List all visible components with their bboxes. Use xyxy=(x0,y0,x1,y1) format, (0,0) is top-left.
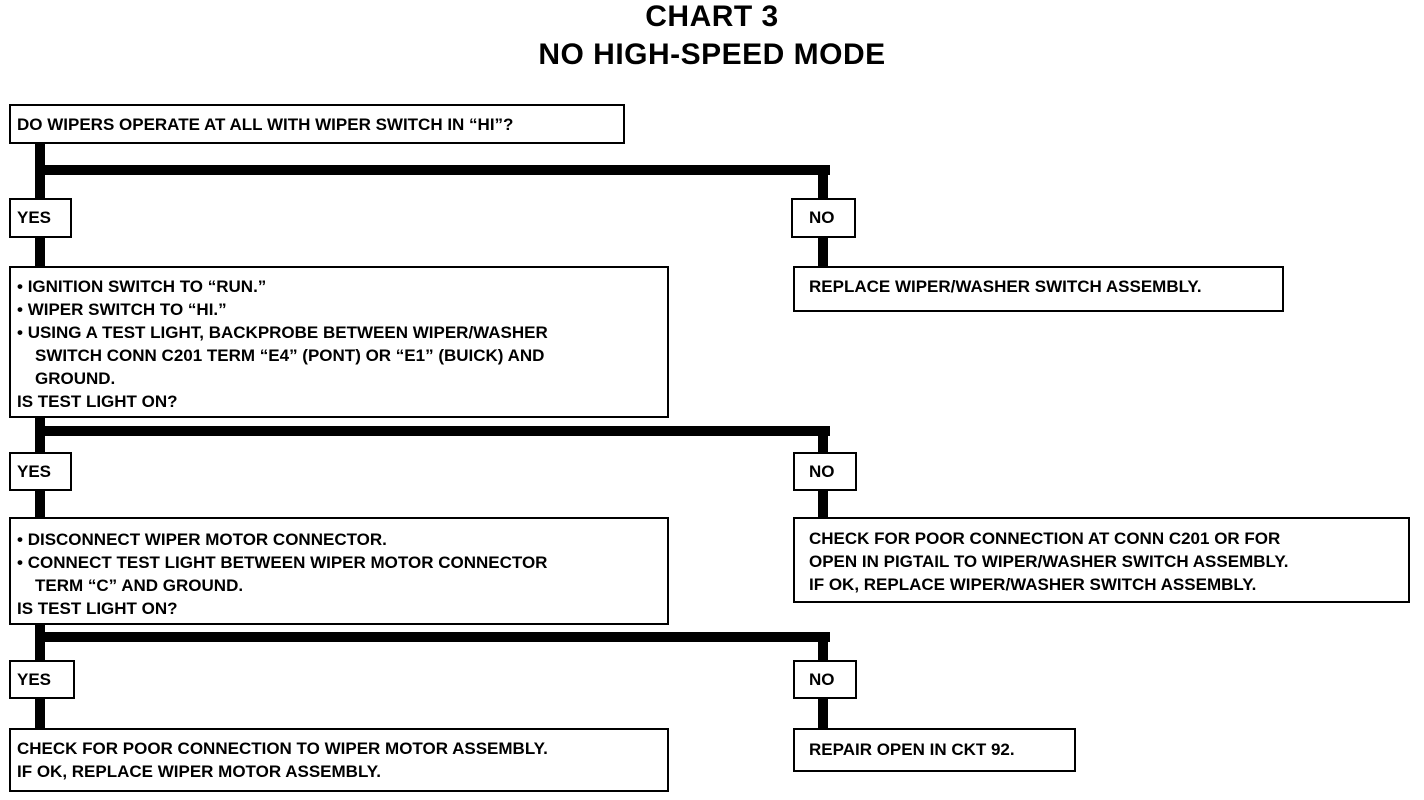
yes-box-3: YES xyxy=(9,660,75,699)
step2-bullet-test-light: USING A TEST LIGHT, BACKPROBE BETWEEN WI… xyxy=(17,321,661,344)
action-check-c201-line-3: IF OK, REPLACE WIPER/WASHER SWITCH ASSEM… xyxy=(809,575,1257,594)
no-box-1: NO xyxy=(791,198,856,238)
action-box-repair-ckt: REPAIR OPEN IN CKT 92. xyxy=(793,728,1076,772)
no-box-2: NO xyxy=(793,452,857,491)
connector-yes1-down xyxy=(35,236,45,268)
action-check-motor-line-2: IF OK, REPLACE WIPER MOTOR ASSEMBLY. xyxy=(17,762,381,781)
no-label-2: NO xyxy=(809,462,835,481)
connector-no1-down xyxy=(818,236,828,268)
connector-branch2-no-down xyxy=(818,426,828,454)
action-box-check-c201: CHECK FOR POOR CONNECTION AT CONN C201 O… xyxy=(793,517,1410,603)
step2-question: IS TEST LIGHT ON? xyxy=(17,392,178,411)
yes-label-2: YES xyxy=(17,462,52,481)
connector-no3-down xyxy=(818,697,828,730)
connector-branch1-horizontal xyxy=(35,165,830,175)
question-box-1: DO WIPERS OPERATE AT ALL WITH WIPER SWIT… xyxy=(9,104,625,144)
action-box-check-motor: CHECK FOR POOR CONNECTION TO WIPER MOTOR… xyxy=(9,728,669,792)
action-check-c201-line-1: CHECK FOR POOR CONNECTION AT CONN C201 O… xyxy=(809,529,1281,548)
yes-box-2: YES xyxy=(9,452,72,491)
step-box-3: DISCONNECT WIPER MOTOR CONNECTOR. CONNEC… xyxy=(9,517,669,625)
yes-label-1: YES xyxy=(17,208,52,227)
connector-branch2-horizontal xyxy=(35,426,830,436)
step3-bullet-connect-test-light: CONNECT TEST LIGHT BETWEEN WIPER MOTOR C… xyxy=(17,551,661,574)
yes-label-3: YES xyxy=(17,670,52,689)
connector-branch3-horizontal xyxy=(35,632,830,642)
no-label-3: NO xyxy=(809,670,835,689)
action-check-c201-line-2: OPEN IN PIGTAIL TO WIPER/WASHER SWITCH A… xyxy=(809,552,1289,571)
question-1-text: DO WIPERS OPERATE AT ALL WITH WIPER SWIT… xyxy=(17,115,514,134)
step3-bullet-disconnect: DISCONNECT WIPER MOTOR CONNECTOR. xyxy=(17,528,661,551)
step2-bullet-wiper-switch: WIPER SWITCH TO “HI.” xyxy=(17,298,661,321)
connector-yes3-down xyxy=(35,697,45,730)
connector-branch3-no-down xyxy=(818,632,828,663)
step-box-2: IGNITION SWITCH TO “RUN.” WIPER SWITCH T… xyxy=(9,266,669,418)
action-box-replace-switch: REPLACE WIPER/WASHER SWITCH ASSEMBLY. xyxy=(793,266,1284,312)
chart-title: CHART 3 xyxy=(645,0,779,33)
step3-question: IS TEST LIGHT ON? xyxy=(17,599,178,618)
connector-step3-down xyxy=(35,623,45,663)
step3-continuation-1: TERM “C” AND GROUND. xyxy=(35,576,244,595)
connector-no2-down xyxy=(818,489,828,519)
no-box-3: NO xyxy=(793,660,857,699)
action-check-motor-line-1: CHECK FOR POOR CONNECTION TO WIPER MOTOR… xyxy=(17,739,548,758)
step2-bullet-ignition: IGNITION SWITCH TO “RUN.” xyxy=(17,275,661,298)
chart-subtitle: NO HIGH-SPEED MODE xyxy=(538,38,886,71)
action-replace-switch-text: REPLACE WIPER/WASHER SWITCH ASSEMBLY. xyxy=(809,277,1202,296)
connector-yes2-down xyxy=(35,489,45,519)
connector-branch1-no-down xyxy=(818,165,828,200)
step2-continuation-2: GROUND. xyxy=(35,369,116,388)
action-repair-ckt-text: REPAIR OPEN IN CKT 92. xyxy=(809,740,1015,759)
yes-box-1: YES xyxy=(9,198,72,238)
no-label-1: NO xyxy=(809,208,835,227)
step2-continuation-1: SWITCH CONN C201 TERM “E4” (PONT) OR “E1… xyxy=(35,346,545,365)
